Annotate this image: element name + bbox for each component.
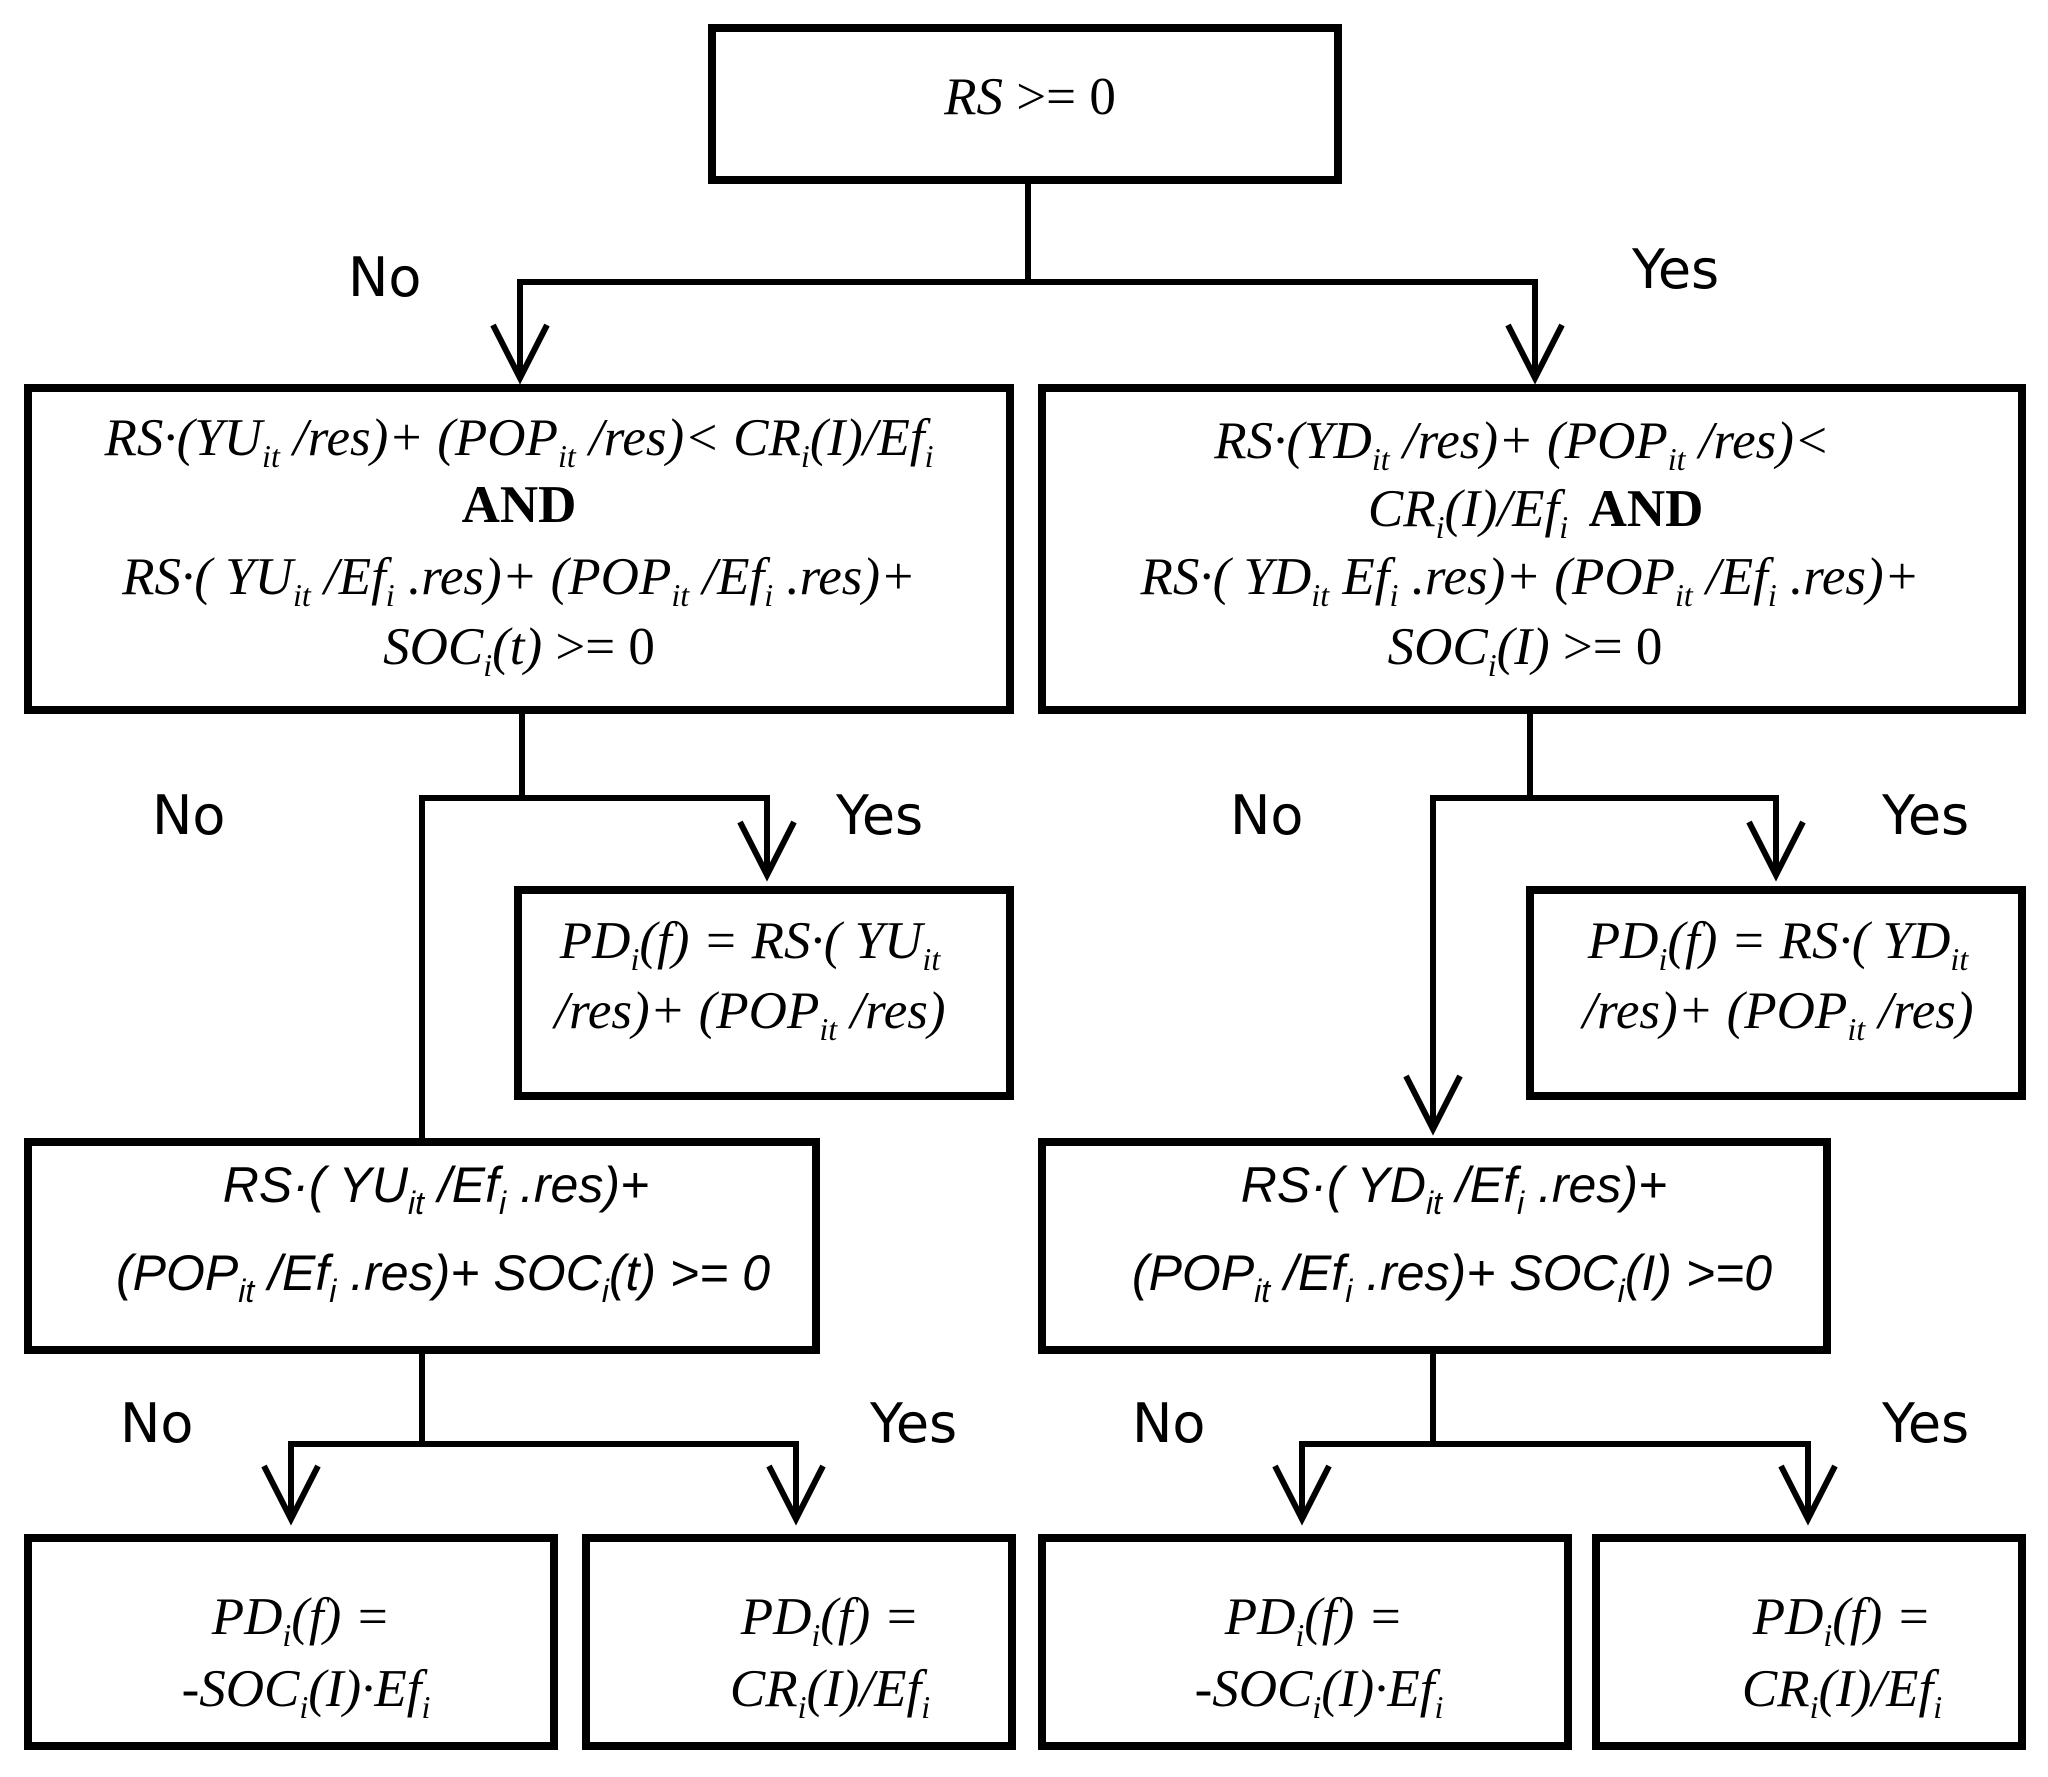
svg-text:PDi(f) = RS·( YDit: PDi(f) = RS·( YDit [1587, 912, 1970, 977]
svg-text:RS·( YUit /Efi .res)+ (POPit /: RS·( YUit /Efi .res)+ (POPit /Efi .res)+ [121, 548, 916, 613]
and-keyword: AND [1589, 480, 1704, 538]
connector-root [517, 177, 1538, 373]
label-yes: Yes [1631, 238, 1719, 301]
node-cond-right-2 [1038, 1138, 1831, 1354]
label-no: No [348, 246, 421, 309]
formula-leaf-3: PDi(f) = -SOCi(I)·Efi [1195, 1588, 1444, 1725]
svg-text:PDi(f) =: PDi(f) = [211, 1588, 391, 1653]
arrow-head [1778, 1464, 1838, 1526]
svg-text:PDi(f) =: PDi(f) = [1224, 1588, 1404, 1653]
svg-text:RS·( YUit /Efi .res)+: RS·( YUit /Efi .res)+ [223, 1157, 649, 1221]
svg-text:SOCi(I) >= 0: SOCi(I) >= 0 [1388, 618, 1663, 683]
label-no: No [152, 784, 225, 847]
node-leaf-4 [1592, 1534, 2026, 1750]
label-no: No [120, 1392, 193, 1455]
node-cond-left-2 [24, 1138, 820, 1354]
label-yes: Yes [1881, 1392, 1969, 1455]
formula-leaf-4: PDi(f) = CRi(I)/Efi [1742, 1588, 1942, 1725]
svg-text:PDi(f) = RS·( YUit: PDi(f) = RS·( YUit [559, 912, 942, 977]
arrow-head [1403, 1074, 1463, 1136]
svg-text:PDi(f) =: PDi(f) = [1752, 1588, 1932, 1653]
svg-text:(POPit /Efi .res)+ SOCi(t) >=: (POPit /Efi .res)+ SOCi(t) >= 0 [116, 1245, 770, 1309]
node-cond-right [1038, 384, 2026, 714]
svg-text:SOCi(t) >= 0: SOCi(t) >= 0 [383, 618, 655, 683]
svg-text:RS·( YDit Efi .res)+ (POPit /E: RS·( YDit Efi .res)+ (POPit /Efi .res)+ [1140, 548, 1920, 613]
formula-cond-left-2: RS·( YUit /Efi .res)+ (POPit /Efi .res)+… [116, 1157, 770, 1309]
label-yes: Yes [835, 784, 923, 847]
svg-text:RS·(YUit /res)+ (POPit /res)<: RS·(YUit /res)+ (POPit /res)< CRi(I)/Efi [104, 409, 934, 474]
svg-text:(POPit /Efi .res)+ SOCi(I) >=0: (POPit /Efi .res)+ SOCi(I) >=0 [1132, 1245, 1772, 1309]
connector-left-1 [419, 709, 770, 1145]
connectors [261, 177, 1838, 1526]
node-result-left-yes [514, 886, 1014, 1100]
arrow-head [490, 323, 550, 385]
formula-result-right-yes: PDi(f) = RS·( YDit /res)+ (POPit /res) [1579, 912, 1973, 1047]
connector-right-1 [1430, 709, 1779, 1126]
arrow-head [261, 1464, 321, 1526]
label-yes: Yes [1881, 784, 1969, 847]
formula-result-left-yes: PDi(f) = RS·( YUit /res)+ (POPit /res) [551, 912, 945, 1047]
arrow-head [737, 820, 797, 882]
formula-cond-left: RS·(YUit /res)+ (POPit /res)< CRi(I)/Efi… [104, 409, 934, 683]
label-yes: Yes [869, 1392, 957, 1455]
svg-text:/res)+ (POPit /res): /res)+ (POPit /res) [551, 982, 945, 1047]
connector-right-2 [1299, 1349, 1811, 1515]
svg-text:RS·(YDit /res)+ (POPit /res)<: RS·(YDit /res)+ (POPit /res)< [1213, 412, 1829, 477]
arrow-head [766, 1464, 826, 1526]
formula-leaf-2: PDi(f) = CRi(I)/Efi [730, 1588, 930, 1725]
formula-root: RS >= 0 [943, 68, 1116, 126]
formula-cond-right: RS·(YDit /res)+ (POPit /res)< CRi(I)/Efi… [1140, 412, 1920, 683]
label-no: No [1132, 1392, 1205, 1455]
svg-text:-SOCi(I)·Efi: -SOCi(I)·Efi [1195, 1660, 1444, 1725]
arrow-head [1746, 820, 1806, 882]
svg-text:CRi(I)/Efi: CRi(I)/Efi [1742, 1660, 1942, 1725]
node-cond-left [24, 384, 1014, 714]
node-leaf-1 [24, 1534, 558, 1750]
node-leaf-3 [1038, 1534, 1572, 1750]
svg-text:CRi(I)/Efi: CRi(I)/Efi [730, 1660, 930, 1725]
arrow-head [1272, 1464, 1332, 1526]
arrow-head [1505, 323, 1565, 385]
svg-text:CRi(I)/Efi: CRi(I)/Efi [1368, 480, 1568, 545]
formula-cond-right-2: RS·( YDit /Efi .res)+ (POPit /Efi .res)+… [1132, 1157, 1772, 1309]
connector-left-2 [288, 1349, 799, 1515]
svg-text:PDi(f) =: PDi(f) = [740, 1588, 920, 1653]
svg-text:RS·( YDit /Efi .res)+: RS·( YDit /Efi .res)+ [1241, 1157, 1667, 1221]
node-leaf-2 [582, 1534, 1016, 1750]
node-result-right-yes [1526, 886, 2026, 1100]
and-keyword: AND [462, 476, 577, 534]
label-no: No [1230, 784, 1303, 847]
node-root [708, 24, 1342, 184]
svg-text:/res)+ (POPit /res): /res)+ (POPit /res) [1579, 982, 1973, 1047]
